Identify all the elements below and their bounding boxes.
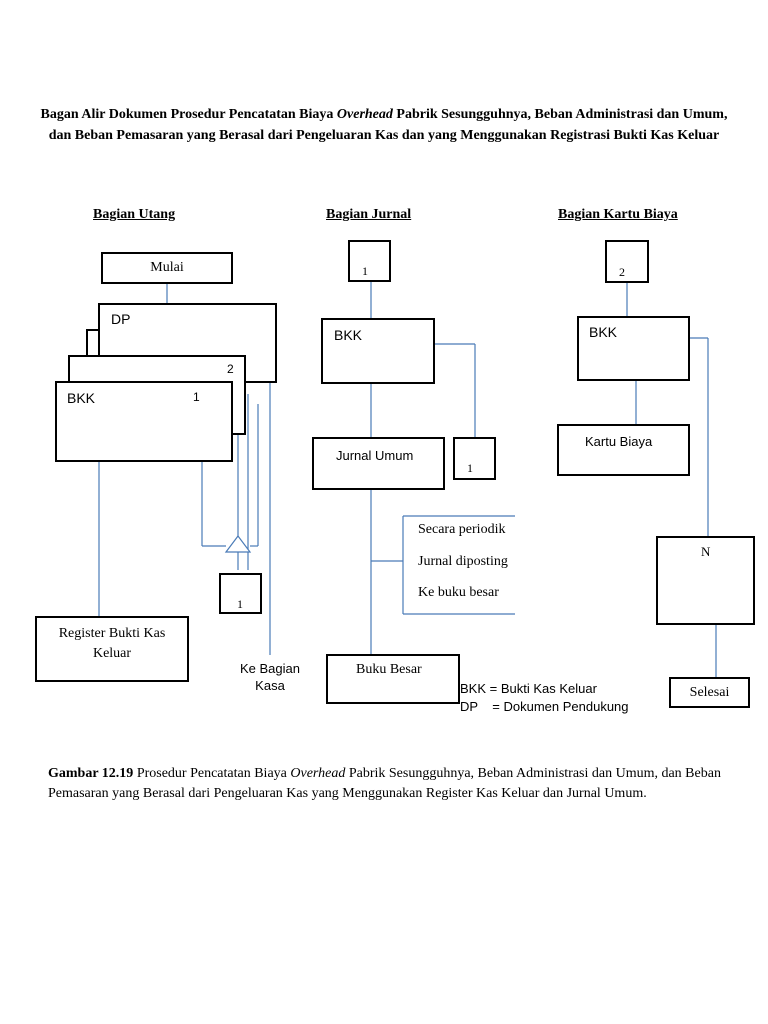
caption-italic: Overhead — [290, 766, 346, 781]
end-label: Selesai — [689, 685, 730, 700]
title-italic: Overhead — [336, 107, 393, 122]
file-connector-number: 1 — [237, 597, 243, 611]
file-connector-box: 1 — [219, 573, 262, 614]
note-line2: Jurnal diposting — [418, 554, 508, 569]
kartu-connector-in: 2 — [605, 240, 649, 283]
jurnal-connector-in: 1 — [348, 240, 391, 282]
kartu-bkk-label: BKK — [589, 324, 618, 340]
title-part1: Bagan Alir Dokumen Prosedur Pencatatan B… — [40, 107, 337, 122]
register-bukti-kas-keluar-box: Register Bukti Kas Keluar — [35, 616, 189, 682]
file-n-label: N — [701, 544, 711, 559]
column-header-jurnal: Bagian Jurnal — [326, 207, 412, 222]
jurnal-connector-in-number: 1 — [362, 264, 368, 278]
jurnal-bkk-label: BKK — [334, 327, 363, 343]
caption-part2: Pabrik Sesungguhnya, Beban Administrasi … — [48, 766, 721, 801]
figure-caption: Gambar 12.19 Prosedur Pencatatan Biaya O… — [48, 764, 738, 804]
document-bkk-label: BKK — [67, 390, 96, 406]
legend-bkk: BKK = Bukti Kas Keluar — [460, 681, 597, 696]
column-header-kartu-biaya: Bagian Kartu Biaya — [558, 207, 678, 222]
jurnal-bkk-shape — [321, 318, 435, 384]
jurnal-connector-out-number: 1 — [467, 461, 473, 475]
diagram-title: Bagan Alir Dokumen Prosedur Pencatatan B… — [40, 104, 728, 146]
title-part2: Pabrik Sesungguhnya, Beban Administrasi … — [48, 107, 728, 143]
document-bkk-shape — [55, 381, 233, 462]
document-copy2-number: 2 — [227, 362, 234, 376]
jurnal-connector-out: 1 — [453, 437, 496, 480]
legend-dp: DP = Dokumen Pendukung — [460, 699, 629, 714]
start-label: Mulai — [150, 260, 184, 275]
note-line3: Ke buku besar — [418, 585, 499, 600]
to-kasa-label: Ke Bagian Kasa — [240, 661, 300, 693]
kartu-biaya-label: Kartu Biaya — [585, 434, 653, 449]
end-terminal: Selesai — [669, 677, 750, 708]
caption-label: Gambar 12.19 — [48, 766, 134, 781]
register-label: Register Bukti Kas Keluar — [58, 626, 166, 661]
start-terminal: Mulai — [101, 252, 233, 284]
caption-part1: Prosedur Pencatatan Biaya — [133, 766, 291, 781]
buku-besar-box: Buku Besar — [326, 654, 460, 704]
merge-triangle-icon — [224, 535, 252, 553]
document-copy1-number: 1 — [193, 390, 200, 404]
jurnal-umum-label: Jurnal Umum — [336, 448, 414, 463]
note-line1: Secara periodik — [418, 522, 506, 537]
kartu-bkk-shape — [577, 316, 690, 381]
kartu-connector-in-number: 2 — [619, 265, 625, 279]
file-n-box: N — [656, 536, 755, 625]
kartu-biaya-box: Kartu Biaya — [557, 424, 690, 476]
document-dp-label: DP — [111, 311, 131, 327]
column-header-utang: Bagian Utang — [93, 207, 176, 222]
jurnal-umum-box: Jurnal Umum — [312, 437, 445, 490]
buku-besar-label: Buku Besar — [356, 662, 422, 677]
